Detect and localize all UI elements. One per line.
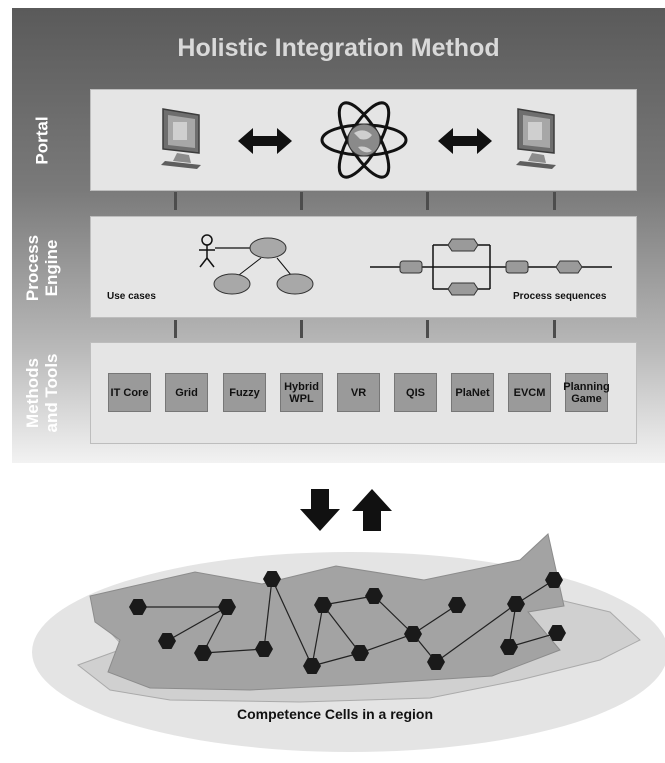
- tool-box: EVCM: [508, 373, 551, 412]
- globe-atom-icon: [320, 101, 408, 179]
- tool-box: VR: [337, 373, 380, 412]
- process-engine-layer-label: Process Engine: [23, 228, 61, 308]
- methods-tools-label-line-1: Methods: [23, 358, 42, 428]
- methods-tools-label-line-2: and Tools: [42, 353, 61, 433]
- layer-connector: [426, 192, 429, 210]
- monitor-icon: [161, 108, 201, 169]
- layer-connector: [553, 320, 556, 338]
- double-arrow-icon: [438, 128, 492, 154]
- layer-connector: [300, 320, 303, 338]
- tool-box: IT Core: [108, 373, 151, 412]
- process-engine-label-line-1: Process: [23, 234, 42, 302]
- process-sequence-diagram: [370, 238, 612, 296]
- diagram-title: Holistic Integration Method: [177, 34, 500, 62]
- tool-box: Grid: [165, 373, 208, 412]
- tool-box: Fuzzy: [223, 373, 266, 412]
- arrow-up-icon: [352, 489, 392, 531]
- layer-connector: [300, 192, 303, 210]
- tool-box: PlaNet: [451, 373, 494, 412]
- portal-layer-label: Portal: [33, 101, 52, 181]
- layer-connector: [174, 192, 177, 210]
- portal-label-line: Portal: [32, 116, 52, 165]
- layer-connector: [426, 320, 429, 338]
- use-case-diagram: [199, 234, 314, 295]
- tool-box: QIS: [394, 373, 437, 412]
- tool-box: Planning Game: [563, 373, 610, 412]
- double-arrow-icon: [238, 128, 292, 154]
- layer-connector: [174, 320, 177, 338]
- process-sequences-label: Process sequences: [513, 291, 607, 302]
- methods-tools-layer-label: Methods and Tools: [23, 345, 61, 441]
- region-label: Competence Cells in a region: [236, 706, 434, 722]
- layer-connector: [553, 192, 556, 210]
- tool-box: Hybrid WPL: [280, 373, 323, 412]
- competence-region-map: [32, 533, 665, 752]
- process-engine-label-line-2: Engine: [42, 239, 61, 297]
- monitor-icon: [516, 108, 556, 169]
- use-cases-label: Use cases: [107, 291, 156, 302]
- arrow-down-icon: [300, 489, 340, 531]
